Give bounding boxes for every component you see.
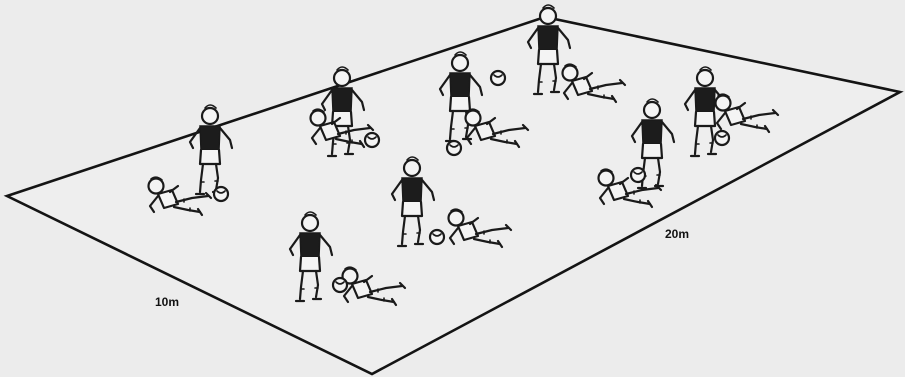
depth-dimension-label: 10m — [155, 295, 179, 309]
width-dimension-label: 20m — [665, 227, 689, 241]
ball-icon — [715, 131, 729, 145]
ball-icon — [631, 168, 645, 182]
ball-icon — [214, 187, 228, 201]
ball-icon — [333, 278, 347, 292]
ball-icon — [491, 71, 505, 85]
ball-icon — [430, 230, 444, 244]
ball-icon — [447, 141, 461, 155]
ball-icon — [365, 133, 379, 147]
pitch-boundary — [7, 17, 900, 374]
